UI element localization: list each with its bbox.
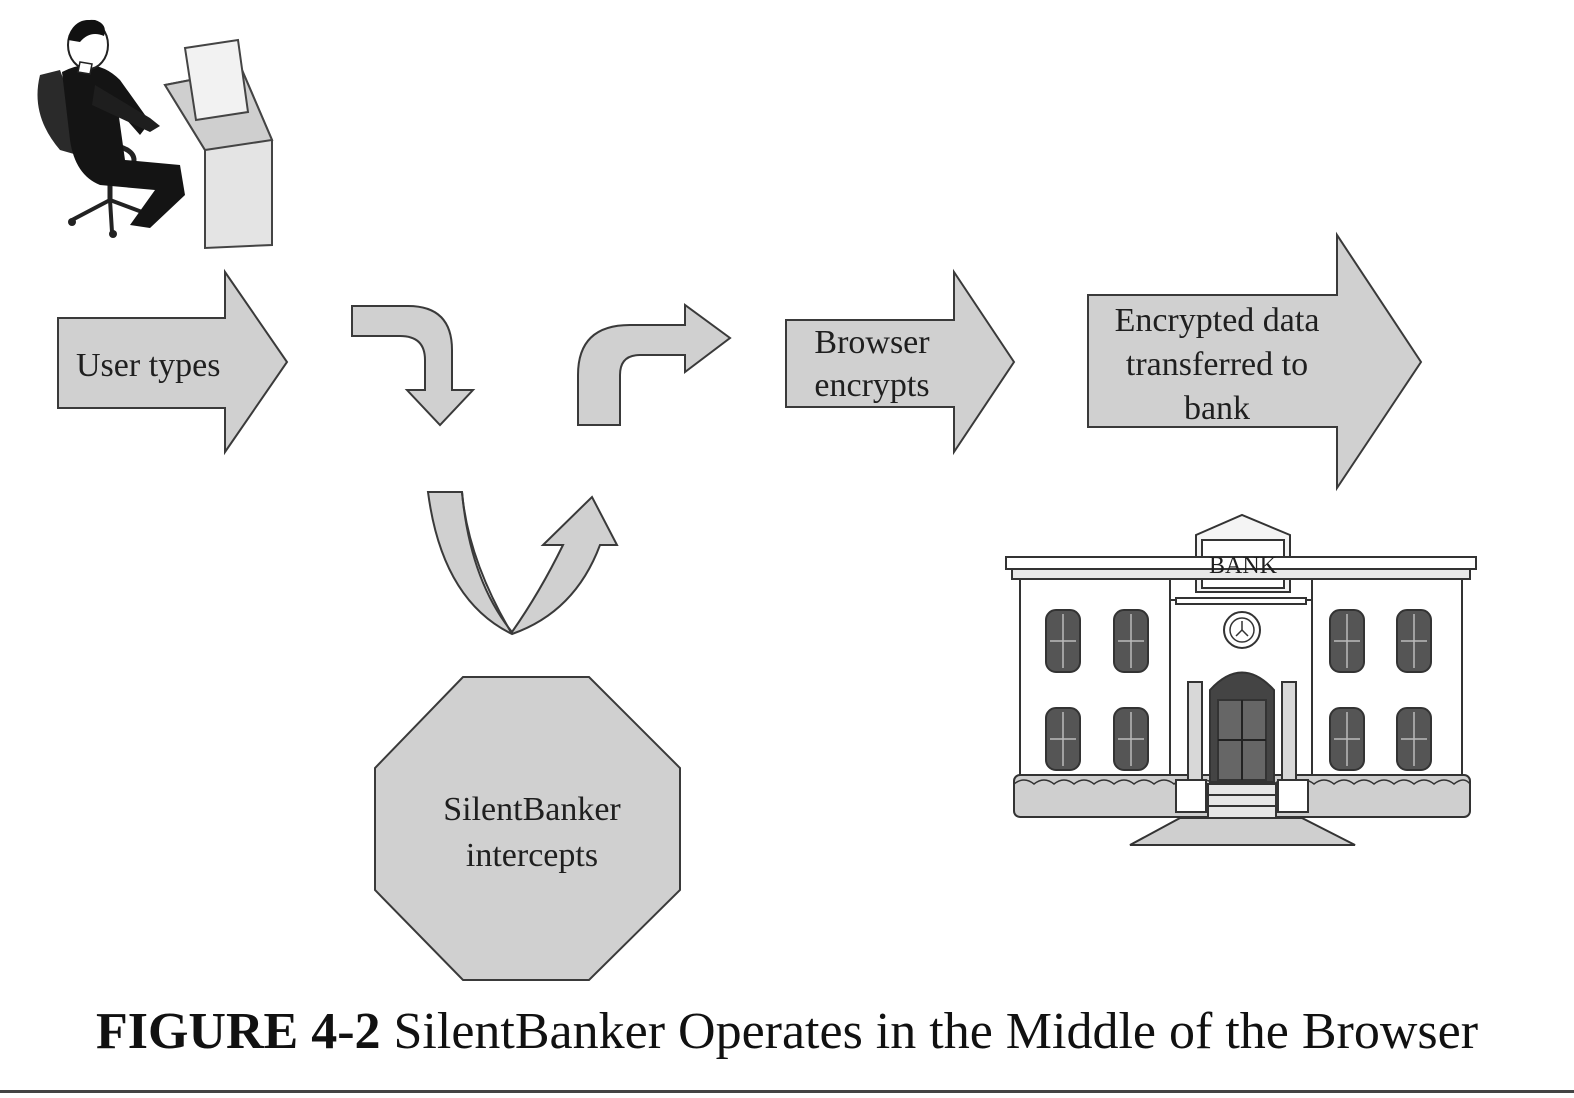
- transfer-label-line-2: transferred to: [1126, 346, 1308, 383]
- browser-encrypts-label-line-2: encrypts: [814, 367, 929, 404]
- silentbanker-label-line-1: SilentBanker: [443, 791, 621, 828]
- silentbanker-label-line-2: intercepts: [466, 837, 598, 874]
- bank-sign-label: BANK: [1209, 553, 1278, 579]
- figure-diagram: User types Browser encrypts Encrypted da…: [37, 19, 1477, 981]
- browser-encrypts-label-line-1: Browser: [814, 324, 930, 361]
- bottom-rule: [0, 1090, 1574, 1093]
- figure-caption: FIGURE 4-2 SilentBanker Operates in the …: [0, 1002, 1574, 1061]
- browser-encrypts-arrow: Browser encrypts: [785, 268, 1016, 456]
- curve-right-arrow: [577, 303, 732, 426]
- curve-down-arrow: [351, 305, 476, 427]
- transfer-to-bank-arrow: Encrypted data transferred to bank: [1087, 231, 1423, 492]
- transfer-label-line-3: bank: [1184, 390, 1250, 427]
- figure-title: SilentBanker Operates in the Middle of t…: [393, 1003, 1479, 1060]
- silentbanker-octagon: SilentBanker intercepts: [374, 676, 681, 981]
- user-at-computer-illustration: [37, 19, 274, 250]
- user-types-arrow: User types: [57, 268, 289, 456]
- figure-number: FIGURE 4-2: [95, 1003, 381, 1060]
- transfer-label-line-1: Encrypted data: [1115, 302, 1320, 339]
- bank-building-illustration: [1005, 513, 1477, 846]
- user-types-label: User types: [76, 347, 220, 384]
- u-turn-intercept-arrow: [426, 491, 619, 636]
